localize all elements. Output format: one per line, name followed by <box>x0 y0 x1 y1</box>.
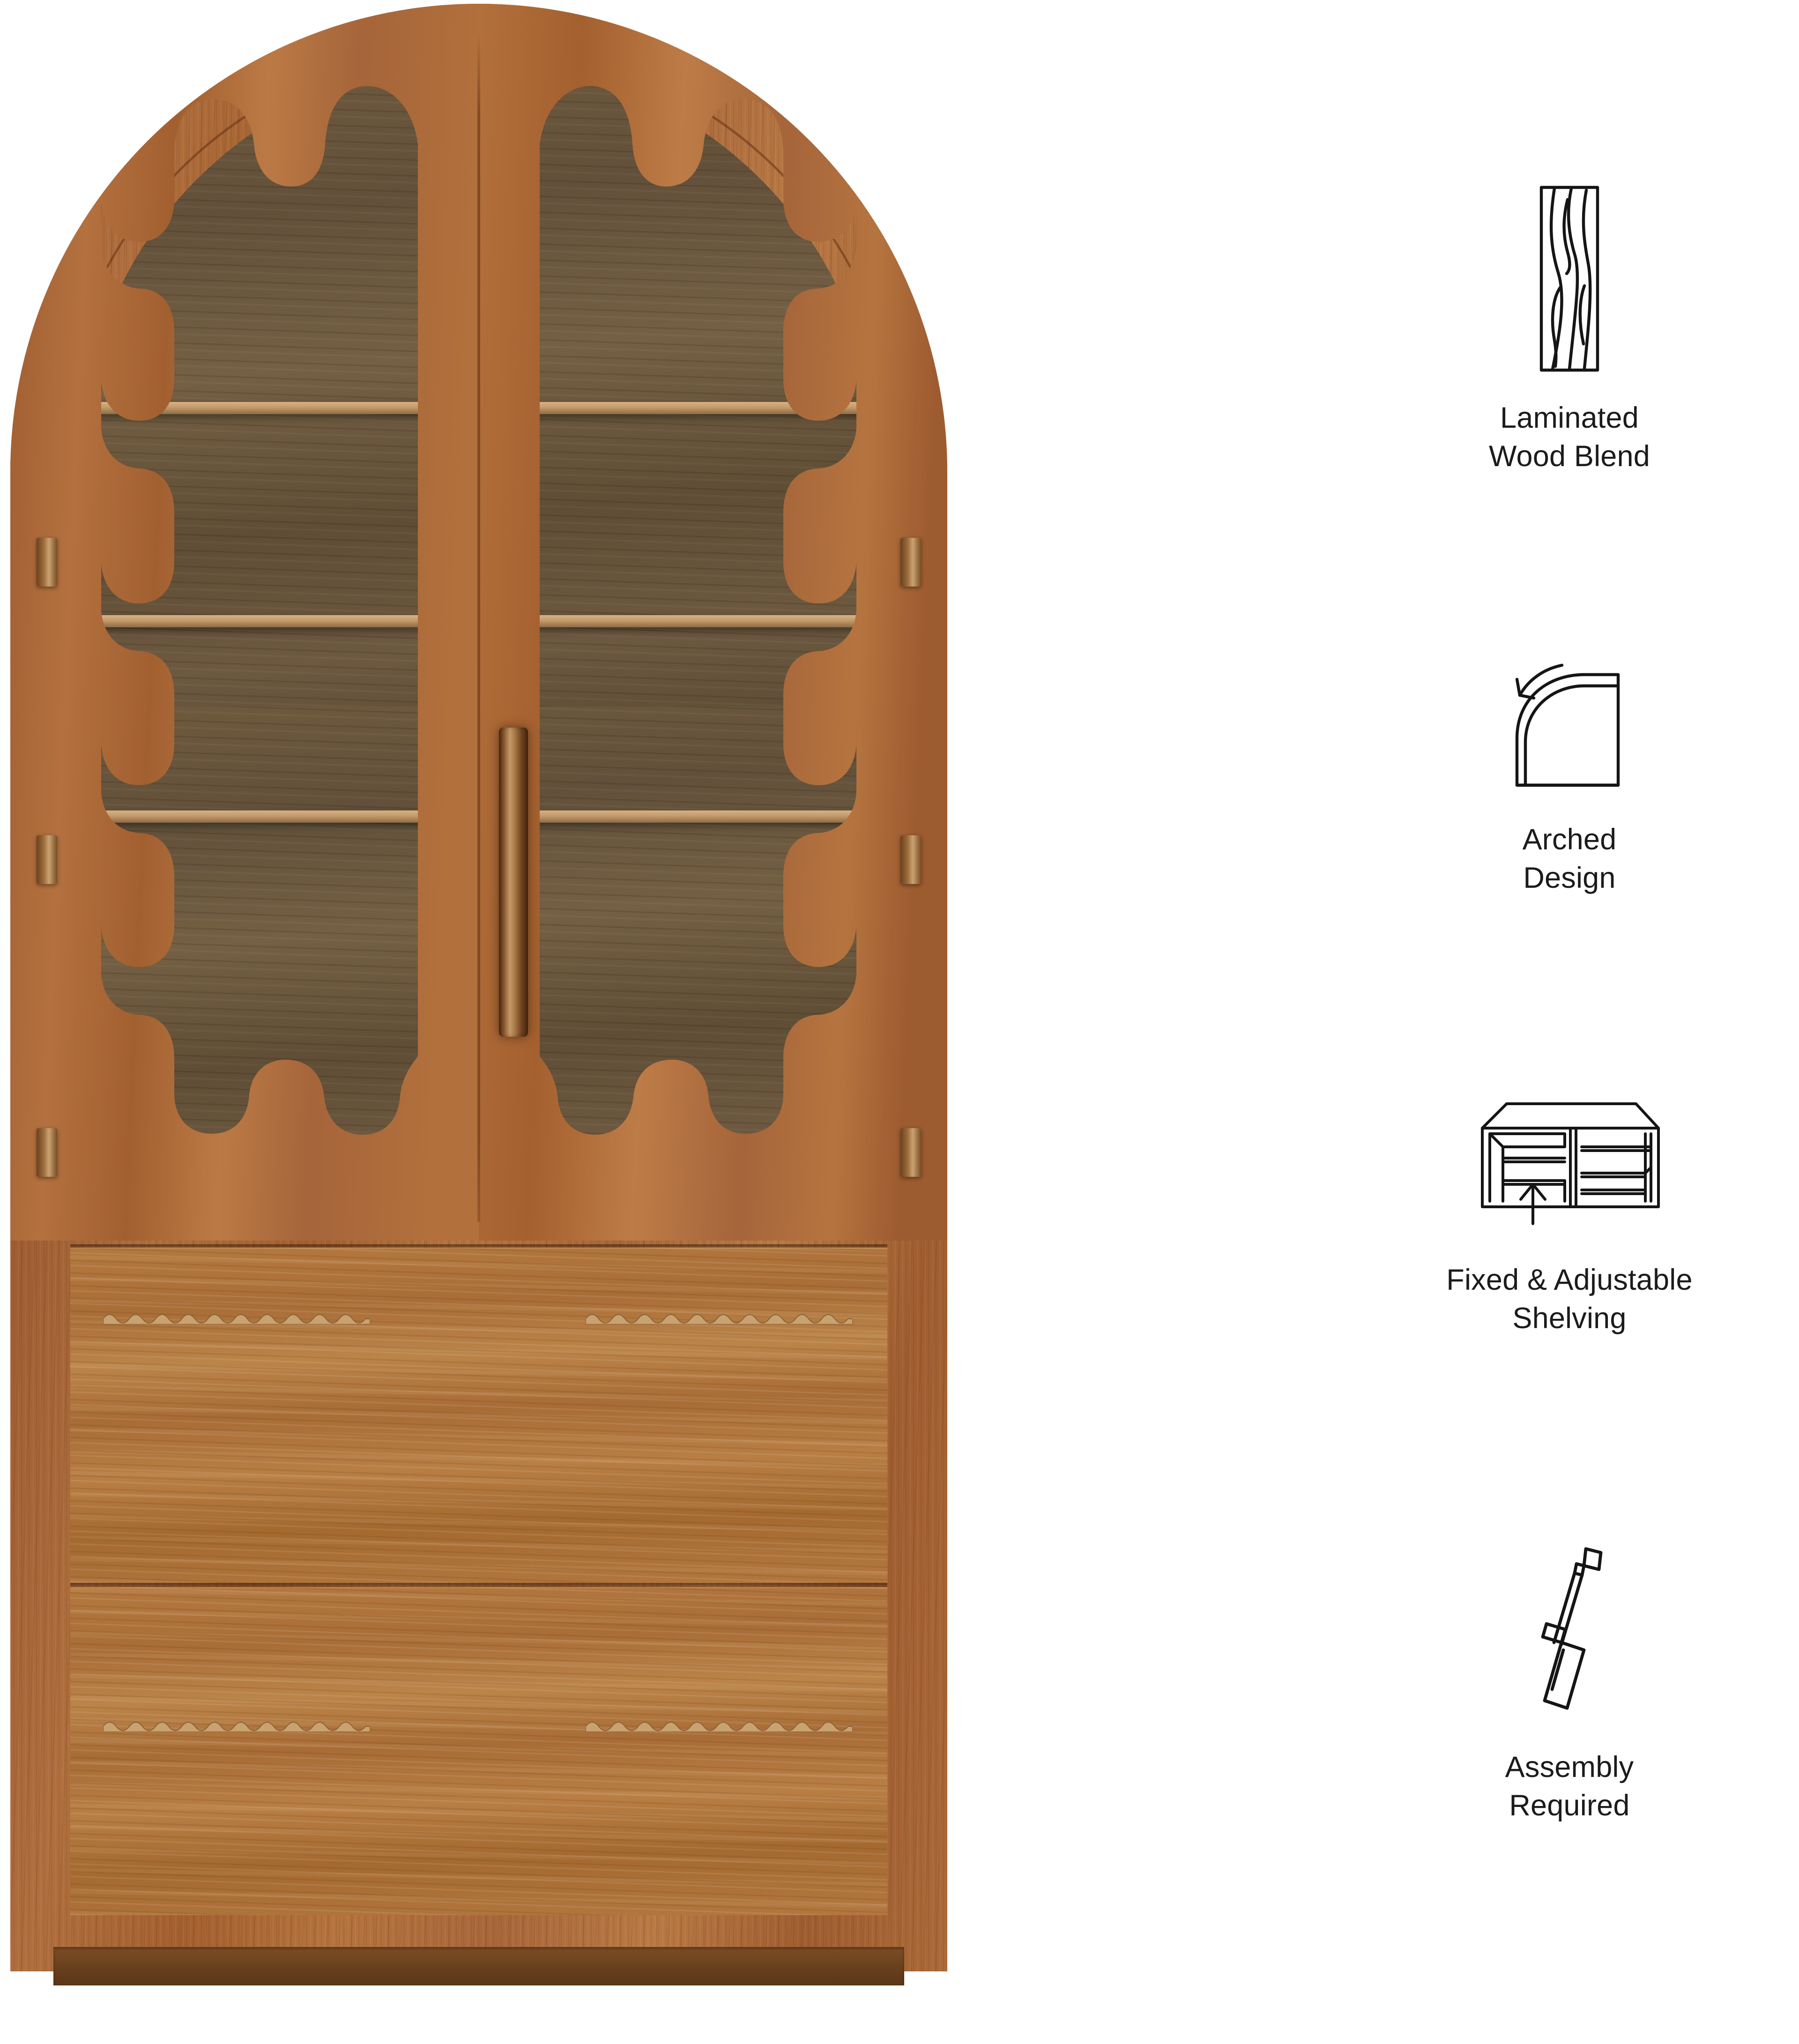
feature-laminated-wood-blend: Laminated Wood Blend <box>1340 183 1799 476</box>
cabinet-doors <box>10 4 947 1241</box>
hinge-left-middle <box>37 835 57 884</box>
hinge-right-bottom <box>900 1128 921 1177</box>
drawer-upper[interactable] <box>70 1248 887 1583</box>
door-right[interactable] <box>479 4 947 1241</box>
cabinet <box>10 4 947 1985</box>
wood-plank-icon <box>1539 186 1599 372</box>
door-split-line <box>477 32 480 1222</box>
hinge-left-bottom <box>37 1128 57 1177</box>
drawer-pull-upper-left[interactable] <box>103 1308 370 1324</box>
feature-label-line1: Arched <box>1522 823 1617 856</box>
feature-label-line2: Wood Blend <box>1488 439 1650 473</box>
drawer-pull-upper-right[interactable] <box>586 1308 853 1324</box>
cabinet-door-handle[interactable] <box>499 728 528 1037</box>
drawer-pull-lower-right[interactable] <box>586 1716 853 1732</box>
feature-label-line1: Fixed & Adjustable <box>1446 1264 1693 1296</box>
cabinet-base-plinth <box>53 1947 904 1985</box>
drawer-lower[interactable] <box>70 1587 887 1915</box>
door-left[interactable] <box>10 4 479 1241</box>
arched-design-icon <box>1515 663 1620 787</box>
feature-label: Laminated Wood Blend <box>1340 399 1799 476</box>
drawer-divider <box>70 1583 887 1587</box>
feature-label-line1: Laminated <box>1500 401 1639 434</box>
feature-label-line2: Required <box>1509 1789 1630 1822</box>
feature-label-line1: Assembly <box>1505 1751 1634 1784</box>
feature-label-line2: Shelving <box>1512 1301 1627 1335</box>
shelving-unit-icon <box>1481 1102 1660 1225</box>
hinge-left-top <box>37 538 57 587</box>
feature-fixed-adjustable-shelving: Fixed & Adjustable Shelving <box>1340 1096 1799 1338</box>
drawer-divider <box>70 1244 887 1249</box>
feature-arched-design: Arched Design <box>1340 656 1799 898</box>
feature-callouts: Laminated Wood Blend Arched Design <box>1340 0 1799 2044</box>
feature-label: Assembly Required <box>1340 1748 1799 1825</box>
hinge-right-top <box>900 538 921 587</box>
feature-label: Fixed & Adjustable Shelving <box>1340 1261 1799 1338</box>
product-image <box>10 4 947 1985</box>
feature-assembly-required: Assembly Required <box>1340 1541 1799 1825</box>
feature-label: Arched Design <box>1340 821 1799 898</box>
feature-label-line2: Design <box>1523 861 1616 894</box>
screwdriver-icon <box>1541 1547 1603 1710</box>
hinge-right-middle <box>900 835 921 884</box>
drawer-pull-lower-left[interactable] <box>103 1716 370 1732</box>
